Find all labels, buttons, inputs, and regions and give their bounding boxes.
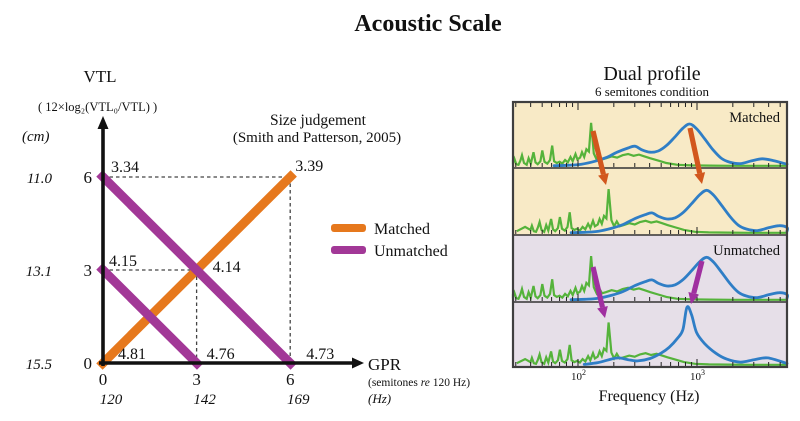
left-chart: 0 120 3 142 6 169 0 15.5 3 13.1 6 11.0 3.34 3.39 4.15 4… [22,67,470,408]
shift-arrow-head-icon [688,291,700,304]
value-label: 4.76 [207,346,235,363]
right-chart-title: Dual profile [603,63,700,85]
y-axis-arrowhead-icon [97,116,109,129]
y-tick-cm-label: 11.0 [27,171,53,187]
y-tick-cm-label: 15.5 [26,357,53,373]
right-chart: Dual profile 6 semitones condition Match… [511,63,789,405]
fine-structure-curve [516,322,787,367]
shift-arrow-shaft [590,130,606,175]
fine-structure-curve [516,189,787,235]
annotation-size-judgement: Size judgement [270,112,367,129]
value-label: 3.34 [111,159,139,176]
value-label: 4.73 [306,346,334,363]
y-tick-cm-label: 13.1 [26,264,52,280]
value-label: 4.81 [118,346,146,363]
y-tick-label: 0 [84,354,93,373]
value-label: 4.14 [213,259,241,276]
y-tick-label: 3 [84,261,93,280]
x-axis-unit-label: (Hz) [368,391,391,406]
spectrum-panel-bg [513,102,787,168]
legend-swatch-matched [331,224,366,232]
envelope-curve [582,305,789,366]
fine-structure-curve [511,122,787,168]
panel-condition-label: Unmatched [713,243,781,259]
value-label: 4.15 [109,253,137,270]
envelope-curve [569,255,789,302]
y-axis-unit-label: (cm) [22,129,49,145]
panel-border [511,100,789,369]
x-tick-hz-label: 169 [287,392,310,408]
series-line-unmatched [96,170,297,370]
x-axis-title: GPR [368,355,402,374]
shift-arrow-head-icon [598,173,609,185]
figure-title: Acoustic Scale [354,11,502,37]
fine-structure-curve [511,256,787,302]
x-tick-label-1000: 103 [690,368,705,383]
envelope-curve [569,188,789,235]
x-tick-label-100: 102 [571,368,586,383]
spectrum-panel-bg [513,235,787,302]
series-line-unmatched [96,263,204,370]
annotation-citation: (Smith and Patterson, 2005) [233,130,401,146]
shift-arrow-shaft [590,266,606,308]
y-tick-label: 6 [84,168,93,187]
x-tick-hz-label: 120 [100,392,123,408]
y-axis-title: VTL [83,67,116,86]
x-tick-hz-label: 142 [193,392,216,408]
shift-arrow-head-icon [597,306,608,318]
x-axis-arrowhead-icon [352,357,364,369]
value-label: 3.39 [295,158,323,175]
left-plot-series-layer: 0 120 3 142 6 169 0 15.5 3 13.1 6 11.0 3.34 3.39 4.15 4… [26,158,334,408]
shift-arrow-shaft [691,260,705,294]
legend-label-matched: Matched [374,221,430,238]
x-tick-label: 3 [192,370,201,389]
right-chart-subtitle: 6 semitones condition [595,84,710,99]
y-axis-formula: ( 12×log₂(VTL₀/VTL) ) [38,100,157,114]
x-tick-label: 0 [99,370,108,389]
frequency-axis-label: Frequency (Hz) [599,388,700,405]
legend: Matched Unmatched [331,221,448,260]
x-axis-subtitle: (semitones re 120 Hz) [368,377,470,389]
panel-condition-label: Matched [729,110,780,126]
envelope-curve [552,122,789,168]
shift-arrow-head-icon [694,172,706,184]
legend-swatch-unmatched [331,246,366,254]
legend-label-unmatched: Unmatched [374,243,448,260]
shift-arrow-shaft [687,127,703,174]
x-tick-label: 6 [286,370,295,389]
spectrum-panel-bg [513,168,787,235]
